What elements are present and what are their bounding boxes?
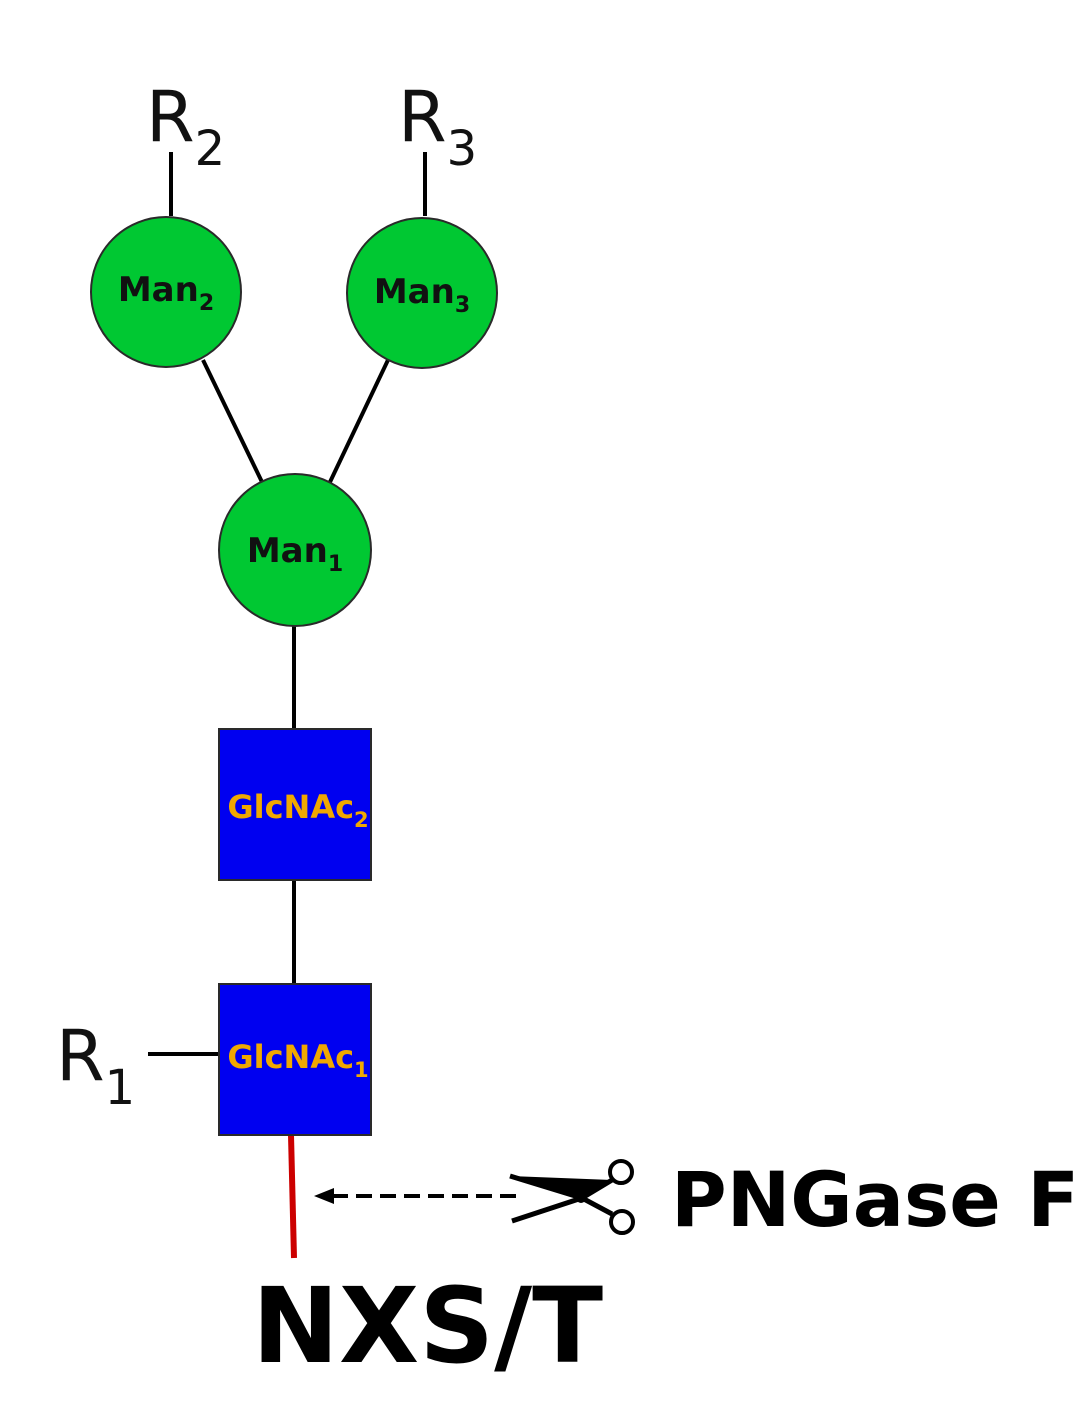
r2-label: R2 bbox=[146, 76, 225, 177]
svg-text:Man2: Man2 bbox=[118, 270, 214, 316]
man1-subscript: 1 bbox=[328, 552, 343, 577]
man2-label: Man bbox=[118, 270, 199, 310]
bond-man3-man1 bbox=[328, 359, 390, 483]
r1-label: R1 bbox=[56, 1015, 135, 1116]
glcnac1-node: GlcNAc1 bbox=[218, 983, 372, 1136]
dashed-arrow bbox=[314, 1188, 516, 1204]
svg-text:GlcNAc1: GlcNAc1 bbox=[227, 1038, 368, 1082]
glcnac1-label: GlcNAc bbox=[227, 1038, 354, 1076]
enzyme-label: PNGase F bbox=[671, 1155, 1079, 1244]
man3-node: Man3 bbox=[346, 217, 498, 369]
man2-subscript: 2 bbox=[199, 291, 214, 316]
svg-text:Man1: Man1 bbox=[247, 531, 343, 577]
man1-label: Man bbox=[247, 531, 328, 571]
svg-text:GlcNAc2: GlcNAc2 bbox=[227, 788, 368, 832]
glcnac2-subscript: 2 bbox=[354, 808, 369, 832]
glcnac1-subscript: 1 bbox=[354, 1058, 369, 1082]
cleavage-bond bbox=[288, 1134, 297, 1259]
sequon-label: NXS/T bbox=[252, 1265, 603, 1387]
scissors-icon bbox=[509, 1159, 635, 1235]
r3-label: R3 bbox=[398, 76, 477, 177]
glcnac2-label: GlcNAc bbox=[227, 788, 354, 826]
man1-node: Man1 bbox=[218, 473, 372, 627]
bond-man2-man1 bbox=[201, 359, 264, 483]
man3-label: Man bbox=[374, 272, 455, 312]
svg-text:Man3: Man3 bbox=[374, 272, 470, 318]
man2-node: Man2 bbox=[90, 216, 242, 368]
glcnac2-node: GlcNAc2 bbox=[218, 728, 372, 881]
man3-subscript: 3 bbox=[455, 293, 470, 318]
